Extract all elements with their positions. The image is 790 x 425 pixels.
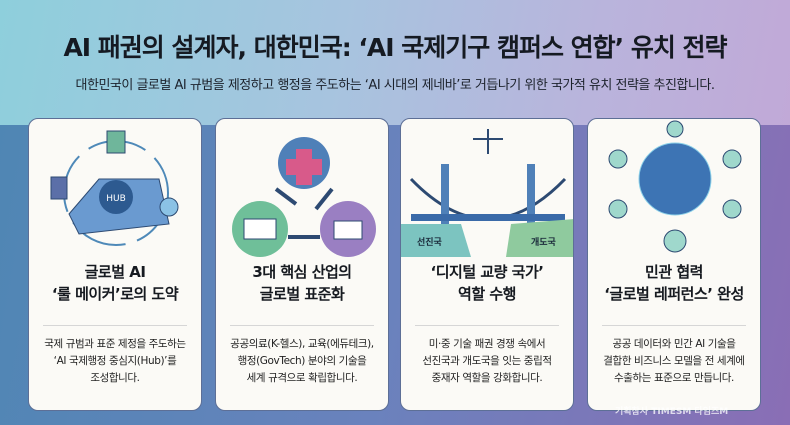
card-title: 3대 핵심 산업의	[252, 263, 352, 281]
developing-country-label: 개도국	[531, 236, 557, 248]
divider	[415, 325, 559, 326]
card-title: 글로벌 AI	[84, 263, 146, 281]
card-description: 공공의료(K-헬스), 교육(에듀테크),행정(GovTech) 분야의 기술을…	[230, 338, 374, 384]
card-title-2: ‘글로벌 레퍼런스’ 완성	[604, 285, 744, 303]
advanced-country-label: 선진국	[417, 236, 443, 248]
card-title: ‘디지털 교량 국가’	[430, 263, 544, 281]
card-title-2: ‘룰 메이커’로의 도약	[51, 285, 179, 303]
bridge-illustration: 선진국 개도국	[401, 119, 573, 257]
header: AI 패권의 설계자, 대한민국: ‘AI 국제기구 캠퍼스 연합’ 유치 전략…	[0, 0, 790, 93]
card-title-2: 글로벌 표준화	[259, 285, 345, 303]
network-illustration	[588, 119, 760, 257]
watermark: 기획참사 TIMESM 타임즈M	[615, 407, 729, 417]
divider	[43, 325, 187, 326]
divider	[602, 325, 746, 326]
hub-label: HUB	[106, 194, 126, 204]
card-title: 민관 협력	[645, 263, 703, 281]
industry-illustration	[216, 119, 388, 257]
page-subtitle: 대한민국이 글로벌 AI 규범을 제정하고 행정을 주도하는 ‘AI 시대의 제…	[75, 78, 715, 93]
page-title: AI 패권의 설계자, 대한민국: ‘AI 국제기구 캠퍼스 연합’ 유치 전략	[63, 33, 727, 62]
card-rule-maker: HUB 글로벌 AI ‘룰 메이커’로의 도약 국제 규범과 표준 제정을 주도하…	[28, 118, 202, 411]
divider	[230, 325, 374, 326]
hub-illustration: HUB	[29, 119, 201, 257]
card-digital-bridge: 선진국 개도국 ‘디지털 교량 국가’ 역할 수행 미·중 기술 패권 경쟁 속에…	[400, 118, 574, 411]
card-title-2: 역할 수행	[458, 285, 516, 303]
